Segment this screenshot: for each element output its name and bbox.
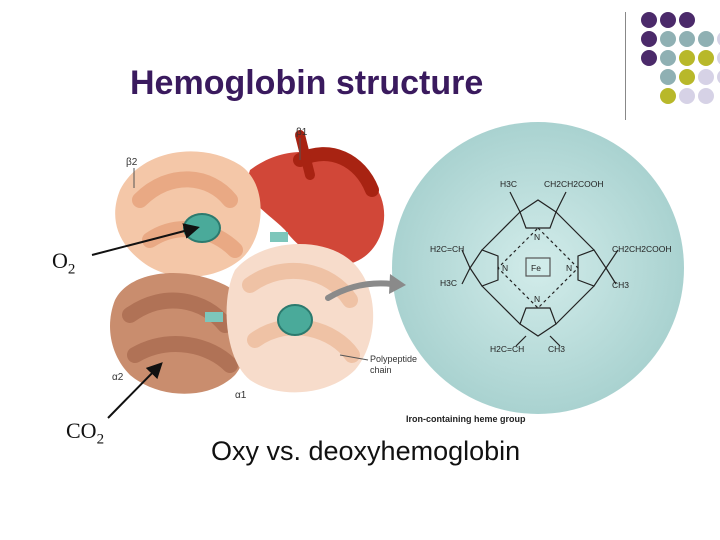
co2-arrow <box>107 362 163 419</box>
heme-structure <box>461 191 619 347</box>
label-polypeptide-2: chain <box>370 365 392 375</box>
decorative-dot <box>717 31 720 47</box>
heme-n-bottom: N <box>534 294 540 304</box>
label-polypeptide-1: Polypeptide <box>370 354 417 364</box>
co2-sub: 2 <box>96 431 105 448</box>
decorative-dot <box>679 31 695 47</box>
heme-pointer-arrowhead <box>389 274 406 294</box>
heme-ch3-right: CH3 <box>612 280 629 290</box>
decorative-dot <box>641 12 657 28</box>
decorative-dot <box>660 69 676 85</box>
decorative-dot <box>641 31 657 47</box>
heme-ch2ch2cooh-top: CH2CH2COOH <box>544 179 604 189</box>
hemoglobin-protein <box>110 130 385 394</box>
heme-ch2ch2cooh-right: CH2CH2COOH <box>612 244 672 254</box>
decorative-dot <box>679 50 695 66</box>
decorative-dot <box>660 31 676 47</box>
heme-h3c-left: H3C <box>440 278 457 288</box>
co2-label: CO2 <box>66 418 104 448</box>
heme-h2c-ch-left: H2C=CH <box>430 244 464 254</box>
co2-base: CO <box>66 418 97 443</box>
heme-ch3-bottom: CH3 <box>548 344 565 354</box>
heme-n-right: N <box>566 263 572 273</box>
decorative-dot <box>660 50 676 66</box>
label-alpha2: α2 <box>112 372 124 383</box>
decorative-vertical-line <box>625 12 626 120</box>
decorative-dot <box>641 50 657 66</box>
heme-labels: H3C CH2CH2COOH H2C=CH CH2CH2COOH N N N N… <box>430 179 672 354</box>
decorative-dot <box>660 88 676 104</box>
heme-caption: Iron-containing heme group <box>406 414 526 424</box>
decorative-dot <box>679 69 695 85</box>
heme-fe: Fe <box>531 263 541 273</box>
decorative-dot <box>717 50 720 66</box>
slide-subtitle: Oxy vs. deoxyhemoglobin <box>211 436 521 466</box>
label-alpha1: α1 <box>235 390 247 401</box>
o2-arrow <box>91 223 200 256</box>
heme-pointer-arrow <box>325 280 395 301</box>
heme-n-left: N <box>502 263 508 273</box>
decorative-dot <box>660 12 676 28</box>
slide-title: Hemoglobin structure <box>130 64 484 102</box>
decorative-dot <box>698 31 714 47</box>
o2-sub: 2 <box>67 261 76 278</box>
decorative-dot <box>717 69 720 85</box>
decorative-dot <box>679 12 695 28</box>
polypeptide-leader <box>339 354 369 361</box>
o2-label: O2 <box>52 248 75 278</box>
heme-h3c-top: H3C <box>500 179 517 189</box>
decorative-dot <box>679 88 695 104</box>
o2-base: O <box>52 248 68 273</box>
decorative-dot <box>698 50 714 66</box>
decorative-dot <box>698 69 714 85</box>
label-beta1: β1 <box>296 127 308 138</box>
label-beta2: β2 <box>126 157 138 168</box>
heme-h2c-ch-bottom: H2C=CH <box>490 344 524 354</box>
decorative-dot <box>698 88 714 104</box>
heme-n-top: N <box>534 232 540 242</box>
